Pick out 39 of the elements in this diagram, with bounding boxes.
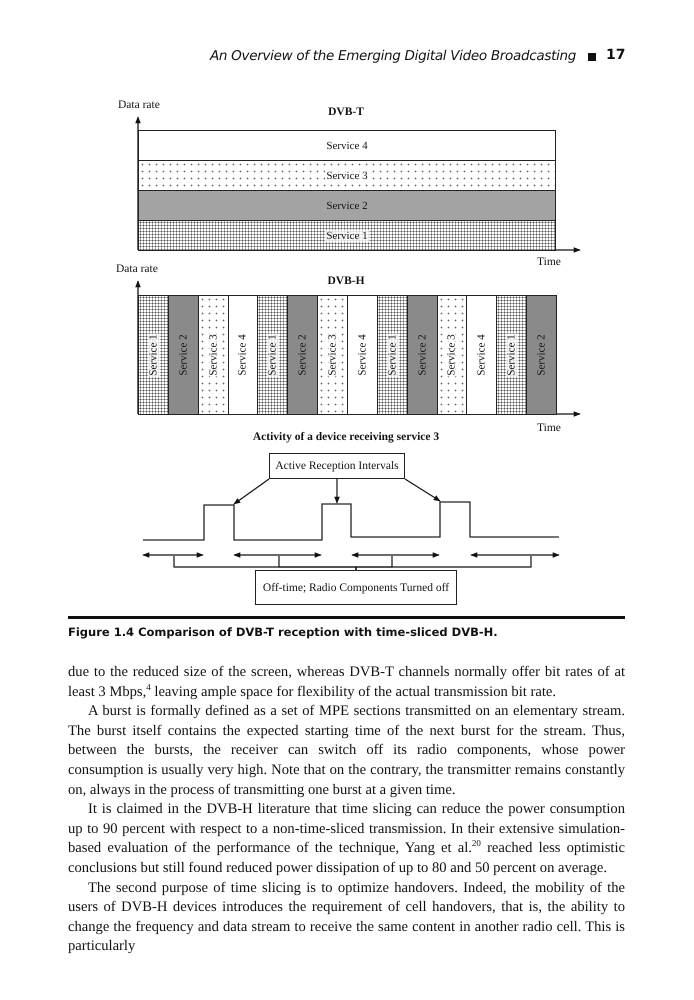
service-band: Service 3 [198, 295, 229, 415]
chart-title: DVB-H [326, 275, 366, 287]
service-band: Service 4 [228, 295, 258, 415]
service-band: Service 3 [436, 295, 468, 415]
axis-label: Time [537, 422, 561, 434]
axis-label: Data rate [118, 99, 160, 111]
service-band: Service 1 [496, 295, 528, 415]
body-paragraph: The second purpose of time slicing is to optimize handovers. Indeed, the mobility of the users of DVB-H devices introduces the requirement of cell handovers, that is, the ability to change the frequency and data stream to receive the same content in another radio cell. This is particularly [68, 878, 625, 956]
figure-caption: Figure 1.4 Comparison of DVB-T reception with time-sliced DVB-H. [68, 625, 498, 639]
service-band: Service 3 [317, 295, 348, 415]
section-heading: Activity of a device receiving service 3 [252, 431, 440, 443]
service-band: Service 1 [257, 295, 288, 415]
body-paragraph: due to the reduced size of the screen, whereas DVB-T channels normally offer bit rates of at least 3 Mbps,$^{4}$ leaving ample space for flexibility of the actual transmission bit rate. [68, 663, 625, 702]
service-band: Service 2 [168, 295, 199, 415]
service-band: Service 1 [138, 220, 556, 251]
body-paragraph: A burst is formally defined as a set of MPE sections transmitted on an elementary stream. The burst itself contains the expected starting time of the next burst for the stream. Thus, between the bursts, the receiver can switch off its radio components, whose power consumption is usually very high. Note that on the contrary, the transmitter remains constantly on, always in the process of transmitting one burst at a given time. [68, 702, 625, 800]
service-band: Service 2 [406, 295, 438, 415]
chart-title: DVB-T [327, 106, 365, 118]
axis-label: Data rate [116, 263, 158, 275]
leader-line [355, 556, 532, 570]
service-band: Service 2 [526, 295, 557, 415]
service-band: Service 4 [138, 130, 556, 161]
arrow [404, 478, 441, 502]
service-band: Service 3 [138, 160, 556, 191]
service-band: Service 2 [138, 190, 556, 221]
body-paragraph: It is claimed in the DVB-H literature that time slicing can reduce the power consumption up to 90 percent with respect to a non-time-sliced transmission. In their extensive simulation-based evaluation of the performance of the technique, Yang et al.$^{20}$ reached less optimistic conclusions but still found reduced power dissipation of up to 80 and 50 percent on average. [68, 800, 625, 878]
service-band: Service 2 [287, 295, 318, 415]
leader-line [278, 556, 357, 570]
running-header: An Overview of the Emerging Digital Video Broadcasting [210, 48, 576, 64]
callout-box: Active Reception Intervals [269, 453, 405, 479]
service-band: Service 1 [376, 295, 408, 415]
service-band: Service 1 [138, 295, 169, 415]
service-band: Service 4 [347, 295, 378, 415]
axis-label: Time [537, 256, 561, 268]
arrow [233, 478, 270, 504]
page-number: 17 [606, 47, 626, 63]
service-band: Service 4 [466, 295, 498, 415]
arrow [334, 479, 340, 504]
callout-box: Off-time; Radio Components Turned off [255, 570, 457, 605]
